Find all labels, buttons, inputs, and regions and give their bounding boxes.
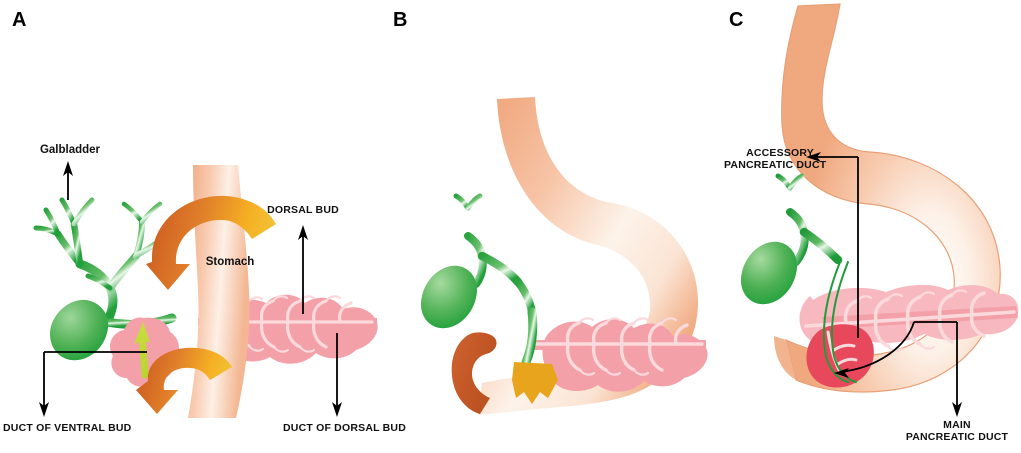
upper-rotation-arrow [146,195,276,290]
duct-of-dorsal-bud-label: DUCT OF DORSAL BUD [283,422,406,434]
duodenum-shape [451,332,497,414]
biliary-tree-shape [740,173,857,383]
dorsal-bud-label: DORSAL BUD [267,204,339,216]
dorsal-pancreas-shape [530,317,708,392]
panel-letter-c: C [729,9,744,31]
duct-of-ventral-bud-label: DUCT OF VENTRAL BUD [3,422,132,434]
main-pancreatic-duct-label: MAIN PANCREATIC DUCT [905,419,1009,443]
panel-c-leader-lines [815,156,958,410]
panel-a-arrowheads [39,161,342,417]
lower-rotation-arrow [136,347,232,414]
panel-letter-a: A [12,9,27,31]
panel-a-graphic [33,161,378,418]
panel-a-leader-lines [43,168,338,410]
panel-b-graphic [420,97,708,415]
panel-c: C [700,0,1021,453]
fused-pancreas-shape [799,284,1019,354]
stomach-label: Stomach [205,256,255,268]
panel-c-graphic [740,3,1019,417]
panel-c-arrowheads [806,152,962,417]
accessory-pancreatic-duct-label: ACCESSORY PANCREATIC DUCT [724,147,827,171]
panel-a: A [0,0,406,453]
panel-b: B [380,0,720,453]
biliary-tree-shape [420,193,538,367]
stomach-shape [774,3,1001,393]
gallbladder-label: Galbladder [39,144,101,156]
ventral-bud-shape [512,362,558,404]
panel-letter-b: B [393,9,408,31]
